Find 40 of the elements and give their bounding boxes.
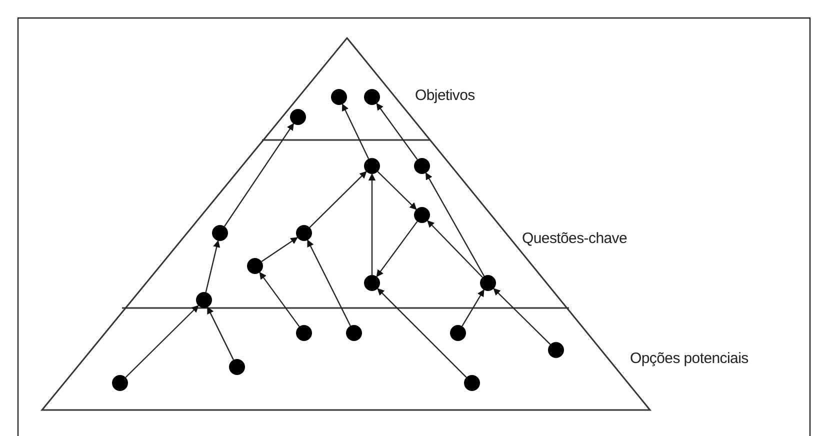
dot [450,325,466,341]
arrow [376,221,418,278]
arrow [205,240,220,292]
arrow [307,240,351,326]
arrow [125,305,199,378]
dot [196,292,212,308]
dot [212,225,228,241]
arrow [368,173,376,275]
arrow [261,236,298,262]
dot [364,275,380,291]
dot [290,109,306,125]
dot [364,158,380,174]
dot [414,158,430,174]
arrow [309,171,367,228]
dot [346,325,362,341]
dot [414,207,430,223]
arrow [376,102,418,160]
arrow [493,288,551,345]
level-label: Questões-chave [522,230,628,247]
dot [480,275,496,291]
level-label: Opções potenciais [630,350,748,367]
arrow [425,172,485,276]
arrow [427,220,483,278]
dot [296,225,312,241]
arrow [462,289,484,326]
level-label: Objetivos [415,87,475,104]
arrow [224,123,294,227]
arrow [342,104,370,160]
dot [331,89,347,105]
dot [364,89,380,105]
arrow [207,306,234,360]
arrow [377,288,467,378]
dot [229,359,245,375]
dot [112,375,128,391]
dot [247,258,263,274]
dot [296,325,312,341]
arrow [259,272,300,327]
arrow [377,171,417,210]
dot [548,342,564,358]
dot [464,375,480,391]
